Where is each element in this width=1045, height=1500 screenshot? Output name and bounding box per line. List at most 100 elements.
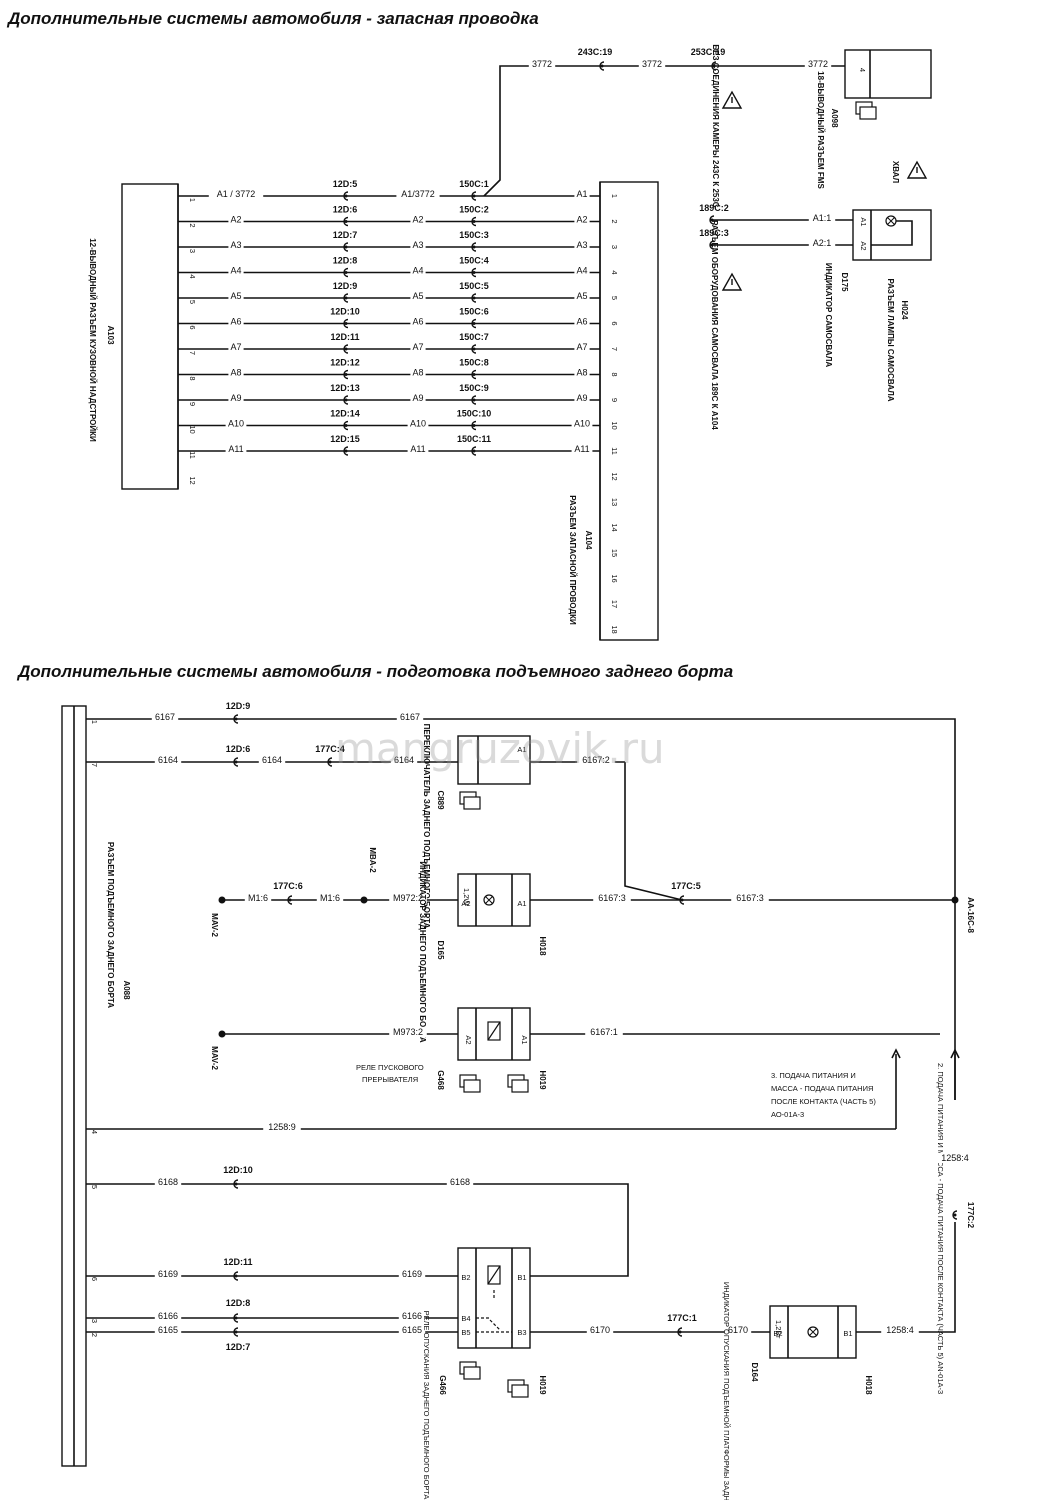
label-bg xyxy=(396,189,440,199)
g468-desc-2: ПРЕРЫВАТЕЛЯ xyxy=(362,1075,418,1084)
a104-pin-18: 18 xyxy=(610,625,619,633)
connector-symbol-back xyxy=(463,796,481,810)
label-bg xyxy=(244,893,272,903)
label-bg xyxy=(263,1122,301,1132)
h024-id: H024 xyxy=(900,300,909,320)
a104-pin-14: 14 xyxy=(610,523,619,531)
label-bg xyxy=(410,342,426,352)
connector-12d-9 xyxy=(233,714,239,724)
g468-id: G468 xyxy=(436,1070,445,1090)
a104-pin-16: 16 xyxy=(610,574,619,582)
connector-243c xyxy=(599,61,605,71)
wire-6167-label-a: 6167 xyxy=(155,712,175,722)
relay-coil-slash xyxy=(487,1021,501,1041)
wire-label-a: A10 xyxy=(228,419,244,429)
wire-label-a: A1 / 3772 xyxy=(217,189,256,199)
a104-pin-4: 4 xyxy=(610,270,619,274)
a104-pin-7: 7 xyxy=(610,347,619,351)
connector-177c-1 xyxy=(677,1327,683,1337)
label-bg xyxy=(151,712,179,722)
d175-id: D175 xyxy=(840,272,849,292)
label-bg xyxy=(574,214,590,225)
label-bg xyxy=(228,367,244,378)
inline-connector-pin xyxy=(234,1274,238,1278)
g466-pin-b2: B2 xyxy=(461,1273,470,1282)
inline-connector-pin xyxy=(680,898,684,902)
inline-connector-pin xyxy=(328,760,332,764)
inline-connector-pin xyxy=(953,1213,957,1217)
g466-pin-b3: B3 xyxy=(517,1328,526,1337)
label-bg xyxy=(410,367,426,378)
connector-symbol-back xyxy=(463,1366,481,1380)
label-bg xyxy=(936,1153,974,1163)
wire-label-c: A4 xyxy=(576,266,587,276)
label-bg xyxy=(390,755,418,765)
wire-3772-a: 3772 xyxy=(532,59,552,69)
wire-label-a1-1: A1:1 xyxy=(813,213,832,223)
conn-label-150c: 150C:3 xyxy=(459,230,489,240)
d165-h-label: H018 xyxy=(538,936,547,956)
note3-arrow xyxy=(891,1048,901,1059)
connector-12d xyxy=(343,191,349,201)
wire-6167-3-label-b: 6167:3 xyxy=(736,893,764,903)
a103-connector-box xyxy=(121,183,179,490)
label-bg xyxy=(410,393,426,403)
d175-desc: ИНДИКАТОР САМОСВАЛА xyxy=(824,263,833,368)
d164-pin-b2: B2 xyxy=(773,1329,782,1338)
note-243: БЕЗ СОЕДИНЕНИЯ КАМЕРЫ 243C К 253C xyxy=(711,44,720,207)
connector-150c xyxy=(471,216,477,227)
g466-pin-b1: B1 xyxy=(517,1273,526,1282)
a088-pin-7: 7 xyxy=(90,763,99,767)
wire-6167-3-label-a: 6167:3 xyxy=(598,893,626,903)
connector-150c xyxy=(471,191,477,201)
label-bg xyxy=(585,1027,623,1037)
wire-6168 xyxy=(86,1183,629,1277)
conn-189c-2: 189C:2 xyxy=(699,203,729,213)
label-bg xyxy=(407,418,429,429)
conn-label-150c: 150C:8 xyxy=(459,358,489,368)
conn-label-150c: 150C:10 xyxy=(457,409,492,419)
a088-pin-3: 3 xyxy=(90,1319,99,1323)
wire-label-a: A4 xyxy=(230,266,241,276)
note2-arrow xyxy=(950,1048,960,1059)
wire-label-b: A11 xyxy=(410,444,425,454)
wire-label-c: A6 xyxy=(576,317,587,327)
label-bg xyxy=(228,240,244,250)
wire-6169-label-b: 6169 xyxy=(402,1269,422,1279)
a088-pin-1: 1 xyxy=(90,720,99,724)
top-title: Дополнительные системы автомобиля - запа… xyxy=(8,9,539,28)
label-bg xyxy=(154,1325,182,1335)
note-189: РАЗЪЕМ ОБОРУДОВАНИЯ САМОСВАЛА 189C К A10… xyxy=(710,220,719,430)
label-bg xyxy=(808,213,836,223)
inline-connector-pin xyxy=(344,347,348,351)
note3-line-2: МАССА - ПОДАЧА ПИТАНИЯ xyxy=(771,1084,873,1093)
label-bg xyxy=(638,59,666,69)
wire-6167-2-down xyxy=(624,762,683,901)
inline-connector-pin xyxy=(678,1330,682,1334)
wire-6164-label-c: 6164 xyxy=(394,755,414,765)
conn-label-150c: 150C:11 xyxy=(457,434,491,444)
label-bg xyxy=(398,1325,426,1335)
wire-label-c: A10 xyxy=(574,419,590,429)
inline-connector-pin xyxy=(344,194,348,198)
label-bg xyxy=(228,342,244,352)
a103-pin-1: 1 xyxy=(188,198,197,202)
inline-connector-pin xyxy=(472,424,476,427)
wire-6168-label-b: 6168 xyxy=(450,1177,470,1187)
conn-label-12d: 12D:14 xyxy=(330,409,360,419)
label-bg xyxy=(396,712,424,722)
d164-h-label: H018 xyxy=(864,1375,873,1395)
label-bg xyxy=(228,291,244,301)
wire-label-c: A2 xyxy=(576,215,587,225)
c889-id: C889 xyxy=(436,790,445,810)
mba-2-label: MBA-2 xyxy=(368,847,377,873)
wire-label-c: A5 xyxy=(576,291,587,301)
label-bg xyxy=(446,1177,474,1187)
mba-2-splice-dot xyxy=(360,896,368,904)
conn-label-150c: 150C:9 xyxy=(459,383,489,393)
mav-2-label-b: MAV-2 xyxy=(210,1046,219,1070)
label-bg xyxy=(528,59,556,69)
note3-line-4: АО-01А-3 xyxy=(771,1110,804,1119)
h024-pin-a1: A1 xyxy=(859,217,868,226)
a104-pin-12: 12 xyxy=(610,472,619,480)
